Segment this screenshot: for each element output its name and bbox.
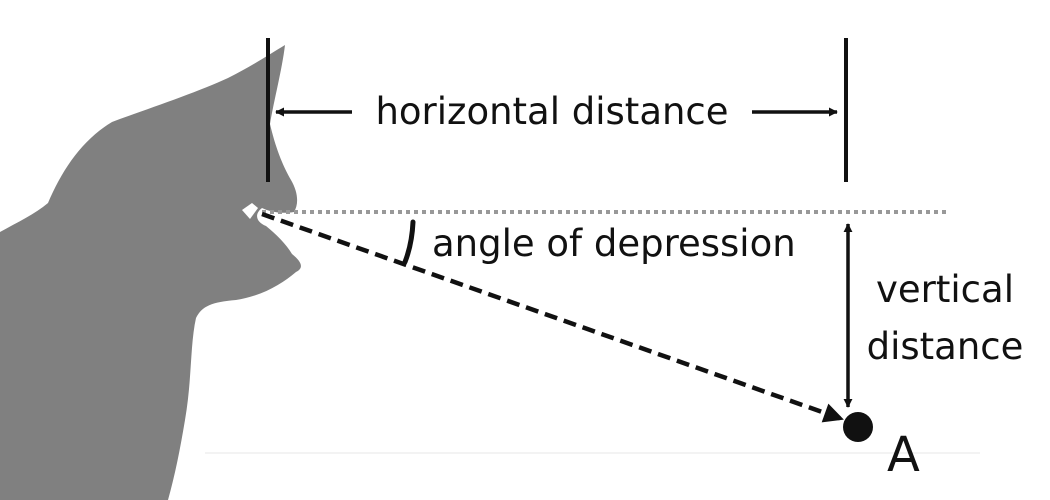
angle-of-depression-label: angle of depression bbox=[432, 222, 796, 265]
point-a-dot bbox=[843, 412, 873, 442]
cat-eye bbox=[242, 203, 258, 219]
vertical-distance-label-line1: vertical bbox=[876, 268, 1014, 311]
line-of-sight bbox=[261, 211, 844, 423]
cat-silhouette bbox=[0, 45, 301, 500]
angle-arc bbox=[402, 219, 416, 265]
point-a-label: A bbox=[887, 427, 920, 483]
vertical-distance-label-line2: distance bbox=[867, 325, 1024, 368]
horizontal-distance-label: horizontal distance bbox=[375, 90, 728, 133]
